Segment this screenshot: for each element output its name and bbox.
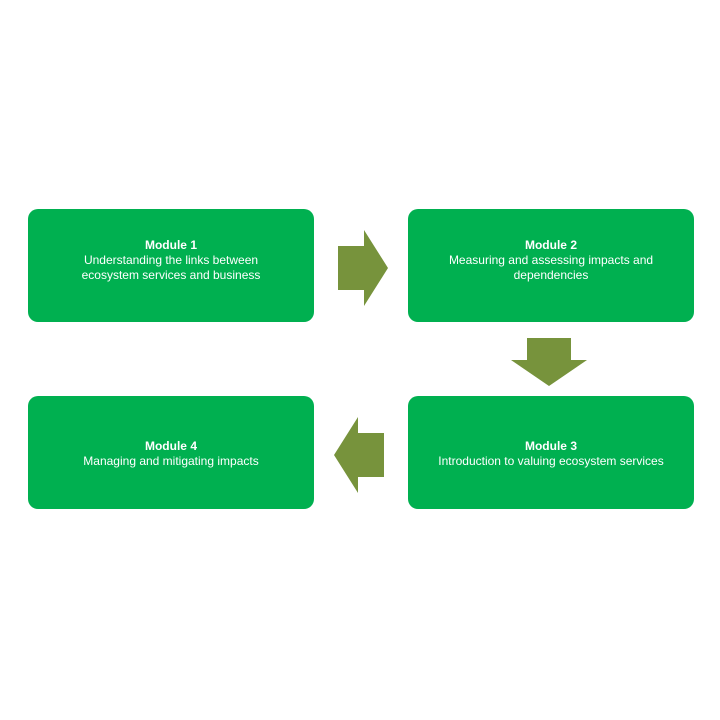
module-3-title: Module 3	[524, 439, 577, 453]
module-1-line-1: Understanding the links between	[83, 253, 259, 267]
module-2-box: Module 2 Measuring and assessing impacts…	[408, 209, 694, 322]
module-4-box: Module 4 Managing and mitigating impacts	[28, 396, 314, 509]
arrow-down-icon	[511, 338, 587, 386]
module-4-line-1: Managing and mitigating impacts	[83, 454, 259, 468]
module-1-title: Module 1	[144, 238, 197, 252]
module-3-line-1: Introduction to valuing ecosystem servic…	[438, 454, 664, 468]
module-2-title: Module 2	[524, 238, 577, 252]
arrow-left-icon	[334, 417, 384, 493]
module-4-title: Module 4	[144, 439, 197, 453]
module-2-line-1: Measuring and assessing impacts and	[448, 253, 654, 267]
module-1-box: Module 1 Understanding the links between…	[28, 209, 314, 322]
module-3-box: Module 3 Introduction to valuing ecosyst…	[408, 396, 694, 509]
module-1-line-2: ecosystem services and business	[81, 268, 261, 282]
module-2-line-2: dependencies	[513, 268, 589, 282]
arrow-right-icon	[338, 230, 388, 306]
